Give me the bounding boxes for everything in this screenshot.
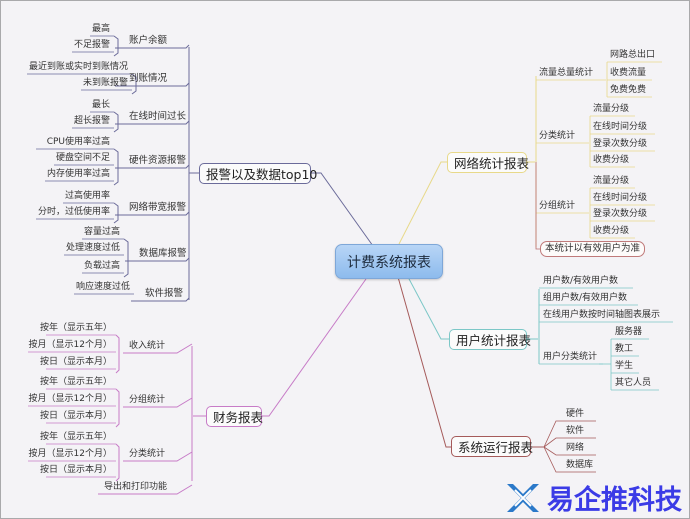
topic-network-stats[interactable]: 网络统计报表 [447,152,529,173]
network-leaf-item[interactable]: 登录次数分级 [593,139,648,149]
leaf-item[interactable]: 处理速度过低 [65,243,120,253]
finance-subtopic-3[interactable]: 导出和打印功能 [104,482,168,492]
network-leaf-item[interactable]: 在线时间分级 [593,193,648,203]
system-leaf-0[interactable]: 硬件 [566,409,585,419]
leaf-item[interactable]: 最近到账或实时到账情况 [28,62,128,72]
topic-alarm-top10[interactable]: 报警以及数据top10 [199,163,317,184]
finance-subtopic-0[interactable]: 收入统计 [129,341,166,351]
subtopic-0[interactable]: 账户余额 [129,35,168,46]
finance-leaf-item[interactable]: 按日（显示本月） [39,465,112,475]
leaf-item[interactable]: 容量过高 [83,227,120,237]
leaf-item[interactable]: 未到账报警 [82,78,128,88]
system-leaf-3[interactable]: 数据库 [566,460,594,470]
subtopic-2[interactable]: 在线时间过长 [129,111,187,122]
leaf-item[interactable]: 最长 [91,100,110,110]
subtopic-1[interactable]: 到账情况 [129,73,168,84]
network-leaf-item[interactable]: 在线时间分级 [593,122,648,132]
leaf-item[interactable]: 内存使用率过高 [46,169,110,179]
central-topic-label: 计费系统报表 [347,254,431,271]
leaf-item[interactable]: 响应速度过低 [75,282,130,292]
finance-leaf-item[interactable]: 按月（显示12个月） [28,340,112,350]
finance-leaf-item[interactable]: 按年（显示五年） [39,432,112,442]
network-subtopic-2[interactable]: 分组统计 [539,201,576,211]
network-leaf-item[interactable]: 流量分级 [593,104,630,114]
leaf-item[interactable]: 超长报警 [73,116,110,126]
user-leaf-item[interactable]: 教工 [615,344,634,354]
system-leaf-1[interactable]: 软件 [566,426,585,436]
user-leaf-item[interactable]: 服务器 [615,327,643,337]
network-note[interactable]: 本统计以有效用户为准 [540,241,646,257]
finance-subtopic-2[interactable]: 分类统计 [129,449,166,459]
finance-leaf-item[interactable]: 按月（显示12个月） [28,394,112,404]
leaf-item[interactable]: CPU使用率过高 [46,137,110,147]
network-subtopic-0[interactable]: 流量总量统计 [539,68,594,78]
network-leaf-item[interactable]: 收费流量 [610,68,647,78]
system-leaf-2[interactable]: 网络 [566,443,585,453]
network-leaf-item[interactable]: 登录次数分级 [593,209,648,219]
leaf-item[interactable]: 不足报警 [73,40,110,50]
network-leaf-item[interactable]: 免费免费 [610,85,647,95]
network-leaf-item[interactable]: 收费分级 [593,226,630,236]
user-subtopic-0[interactable]: 用户数/有效用户数 [543,276,619,286]
finance-leaf-item[interactable]: 按日（显示本月） [39,411,112,421]
leaf-item[interactable]: 最高 [91,24,110,34]
network-subtopic-1[interactable]: 分类统计 [539,131,576,141]
user-subtopic-3[interactable]: 用户分类统计 [543,352,598,362]
network-leaf-item[interactable]: 收费分级 [593,155,630,165]
topic-user-stats[interactable]: 用户统计报表 [449,329,531,350]
finance-leaf-item[interactable]: 按日（显示本月） [39,357,112,367]
leaf-item[interactable]: 负载过高 [83,261,120,271]
finance-leaf-item[interactable]: 按月（显示12个月） [28,449,112,459]
finance-subtopic-1[interactable]: 分组统计 [129,395,166,405]
watermark: 易企推科技 [503,478,682,517]
leaf-item[interactable]: 过高使用率 [64,191,110,201]
leaf-item[interactable]: 分时，过低使用率 [37,207,110,217]
subtopic-6[interactable]: 软件报警 [145,288,184,299]
topic-finance[interactable]: 财务报表 [206,406,263,427]
central-topic[interactable]: 计费系统报表 [335,244,443,279]
finance-leaf-item[interactable]: 按年（显示五年） [39,323,112,333]
user-subtopic-1[interactable]: 组用户数/有效用户数 [543,293,628,303]
subtopic-5[interactable]: 数据库报警 [139,248,187,259]
network-leaf-item[interactable]: 流量分级 [593,176,630,186]
user-subtopic-2[interactable]: 在线用户数按时间轴图表展示 [543,310,661,320]
watermark-text: 易企推科技 [547,485,682,516]
subtopic-4[interactable]: 网络带宽报警 [129,202,187,213]
finance-leaf-item[interactable]: 按年（显示五年） [39,377,112,387]
subtopic-3[interactable]: 硬件资源报警 [129,155,187,166]
user-leaf-item[interactable]: 学生 [615,361,634,371]
user-leaf-item[interactable]: 其它人员 [615,378,652,388]
logo-icon [507,483,539,512]
network-leaf-item[interactable]: 网路总出口 [610,50,656,60]
leaf-item[interactable]: 硬盘空间不足 [55,153,110,163]
topic-system-running[interactable]: 系统运行报表 [451,436,533,457]
